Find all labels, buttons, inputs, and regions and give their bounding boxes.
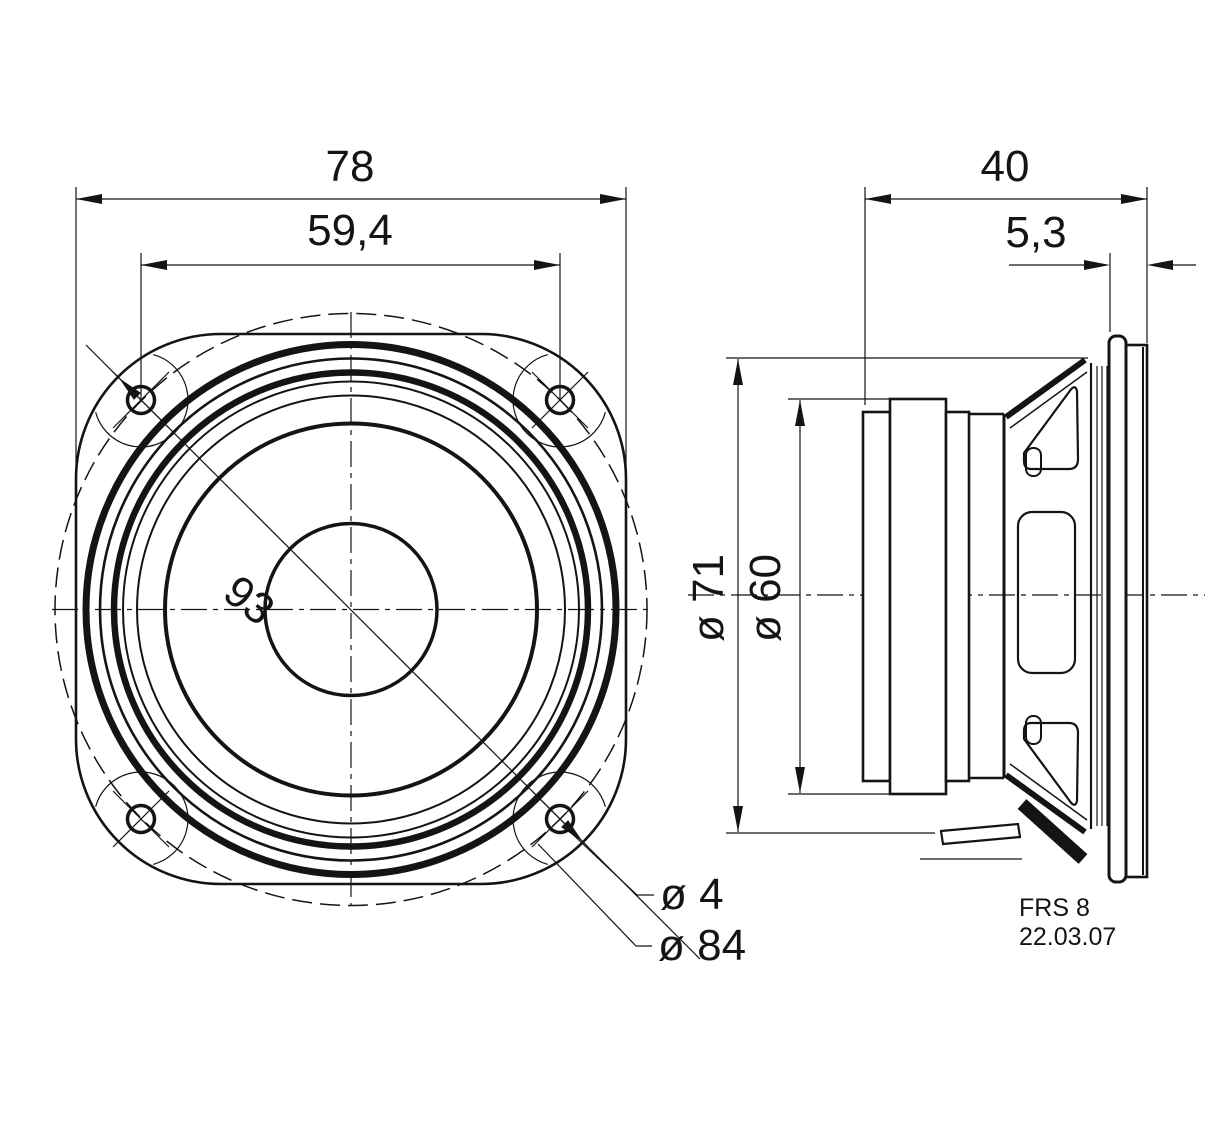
spider-tab-top <box>1025 447 1042 477</box>
front-flange-outline <box>74 332 628 886</box>
dim-front-width: 78 <box>75 142 627 484</box>
leader-hole-diameter: ø 4 <box>566 828 724 919</box>
magnet-ring <box>888 397 948 796</box>
gasket-ring-edge <box>1124 343 1149 879</box>
dim-label-hole-spacing: 59,4 <box>307 206 393 255</box>
date-label: 22.03.07 <box>1019 923 1116 951</box>
dim-label-mounting-depth: 5,3 <box>1005 208 1066 257</box>
leader-bolt-circle: ø 84 <box>537 843 746 970</box>
terminal-strip <box>939 822 1022 846</box>
side-view: 40 5,3 ø 71 ø 60 <box>684 142 1205 884</box>
dim-label-hole-diameter: ø 4 <box>660 870 724 919</box>
mounting-hole-top-right <box>512 354 606 448</box>
dim-label-magnet-diameter: ø 60 <box>741 554 790 642</box>
model-label: FRS 8 <box>1019 894 1090 922</box>
terminal-board <box>1017 799 1088 864</box>
spider-tab-bottom <box>1025 715 1042 745</box>
dim-label-width: 78 <box>326 142 375 191</box>
bolt-circle-dashed <box>54 312 648 907</box>
title-block: FRS 8 22.03.07 <box>1019 894 1116 951</box>
dim-label-outer-diameter: ø 71 <box>684 554 733 642</box>
magnet-assembly <box>861 397 971 796</box>
front-circles <box>82 341 620 878</box>
basket-window-middle <box>1016 510 1077 675</box>
dust-cap-circle <box>263 521 439 698</box>
dim-outer-diameter: ø 71 <box>684 357 1088 834</box>
flange-plate-edge <box>1107 334 1128 884</box>
dim-hole-spacing: 59,4 <box>140 206 561 400</box>
basket-frame <box>969 357 1108 835</box>
dim-magnet-diameter: ø 60 <box>741 398 892 795</box>
front-centerlines <box>52 312 648 906</box>
dim-label-depth: 40 <box>981 142 1030 191</box>
mounting-hole-bottom-left <box>95 771 189 865</box>
dim-label-bolt-circle: ø 84 <box>658 921 746 970</box>
back-plate <box>861 410 892 783</box>
flange-and-gasket <box>1107 334 1149 884</box>
front-plate <box>944 410 971 783</box>
front-view: 78 59,4 93 ø 4 ø 84 <box>52 142 746 970</box>
dim-mounting-depth: 5,3 <box>1005 208 1196 332</box>
dim-depth: 40 <box>864 142 1148 405</box>
terminal-lugs <box>920 799 1088 864</box>
